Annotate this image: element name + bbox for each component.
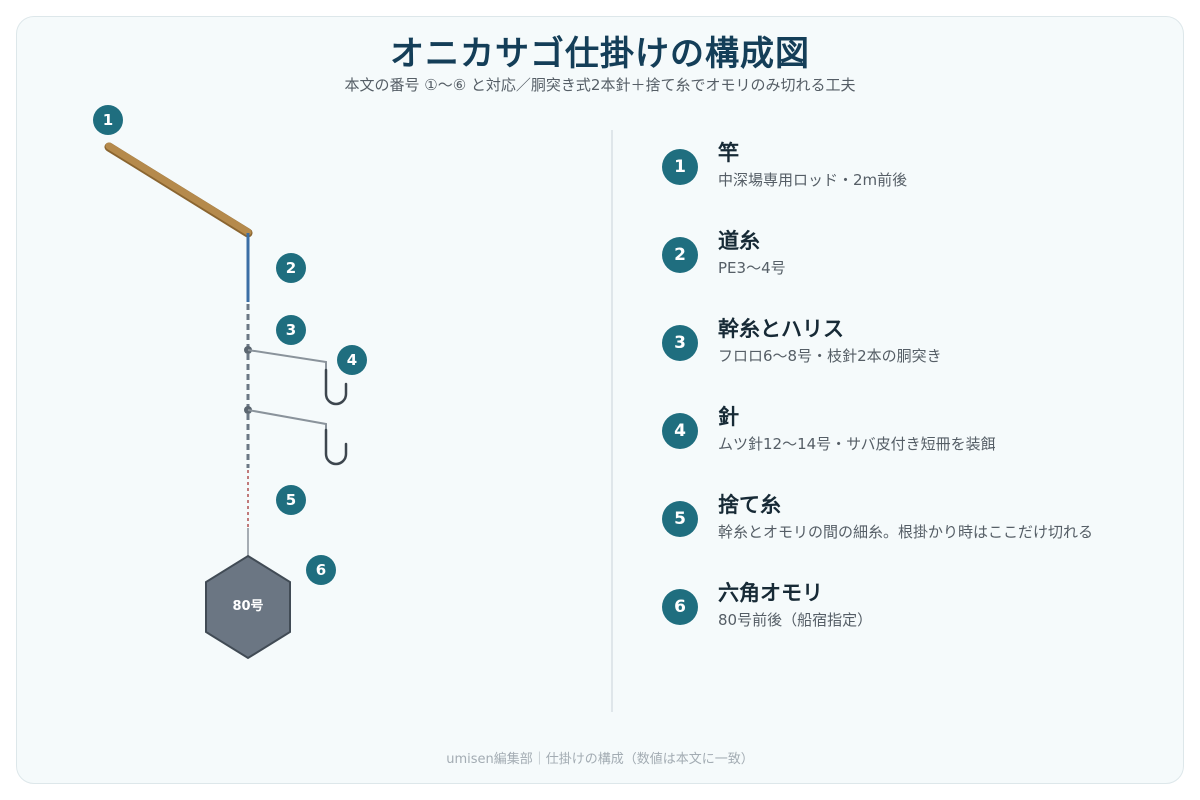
legend-title: 針 [718, 405, 739, 429]
badge-2: 2 [276, 253, 306, 283]
legend-item-trunk-and-leader: 3 幹糸とハリス フロロ6〜8号・枝針2本の胴突き [662, 317, 1162, 385]
badge-5: 5 [276, 485, 306, 515]
badge-4: 4 [337, 345, 367, 375]
svg-text:4: 4 [347, 351, 357, 369]
svg-text:5: 5 [286, 491, 296, 509]
legend-title: 竿 [718, 141, 739, 165]
legend-title: 六角オモリ [718, 581, 823, 605]
legend-item-hook: 4 針 ムツ針12〜14号・サバ皮付き短冊を装餌 [662, 405, 1162, 473]
legend-item-weight: 6 六角オモリ 80号前後（船宿指定） [662, 581, 1162, 649]
weight-label: 80号 [232, 599, 263, 614]
badge-1: 1 [93, 105, 123, 135]
legend-desc: ムツ針12〜14号・サバ皮付き短冊を装餌 [718, 435, 996, 453]
branch-line [247, 409, 327, 448]
legend-title: 捨て糸 [718, 493, 781, 517]
divider [611, 130, 613, 712]
legend-item-rod: 1 竿 中深場専用ロッド・2m前後 [662, 141, 1162, 209]
legend-desc: フロロ6〜8号・枝針2本の胴突き [718, 347, 942, 365]
svg-text:2: 2 [286, 259, 296, 277]
legend-item-main-line: 2 道糸 PE3〜4号 [662, 229, 1162, 297]
page-title: オニカサゴ仕掛けの構成図 [390, 34, 810, 74]
legend-desc: 幹糸とオモリの間の細糸。根掛かり時はここだけ切れる [718, 523, 1094, 541]
legend-badge: 5 [662, 501, 698, 537]
legend-badge: 1 [662, 149, 698, 185]
legend-badge: 6 [662, 589, 698, 625]
legend-desc: PE3〜4号 [718, 259, 786, 277]
rig-diagram: 80号 1 2 3 4 5 6 [93, 105, 367, 660]
hexagon-weight [205, 554, 291, 660]
hook [324, 428, 348, 466]
diagram-card [16, 16, 1184, 784]
page-subtitle: 本文の番号 ①〜⑥ と対応／胴突き式2本針＋捨て糸でオモリのみ切れる工夫 [344, 76, 856, 94]
legend-item-sacrifice-line: 5 捨て糸 幹糸とオモリの間の細糸。根掛かり時はここだけ切れる [662, 493, 1162, 561]
svg-text:1: 1 [103, 111, 113, 129]
footer-caption: umisen編集部｜仕掛けの構成（数値は本文に一致） [446, 752, 754, 767]
legend-badge: 2 [662, 237, 698, 273]
hook [324, 368, 348, 406]
branch-line [247, 349, 327, 388]
badge-6: 6 [306, 555, 336, 585]
legend-desc: 80号前後（船宿指定） [718, 611, 873, 629]
rod [105, 142, 252, 236]
legend-badge: 3 [662, 325, 698, 361]
legend-badge: 4 [662, 413, 698, 449]
svg-text:3: 3 [286, 321, 296, 339]
svg-text:6: 6 [316, 561, 326, 579]
legend-title: 幹糸とハリス [718, 317, 844, 341]
badge-3: 3 [276, 315, 306, 345]
legend-desc: 中深場専用ロッド・2m前後 [718, 171, 908, 189]
legend-title: 道糸 [718, 229, 760, 253]
